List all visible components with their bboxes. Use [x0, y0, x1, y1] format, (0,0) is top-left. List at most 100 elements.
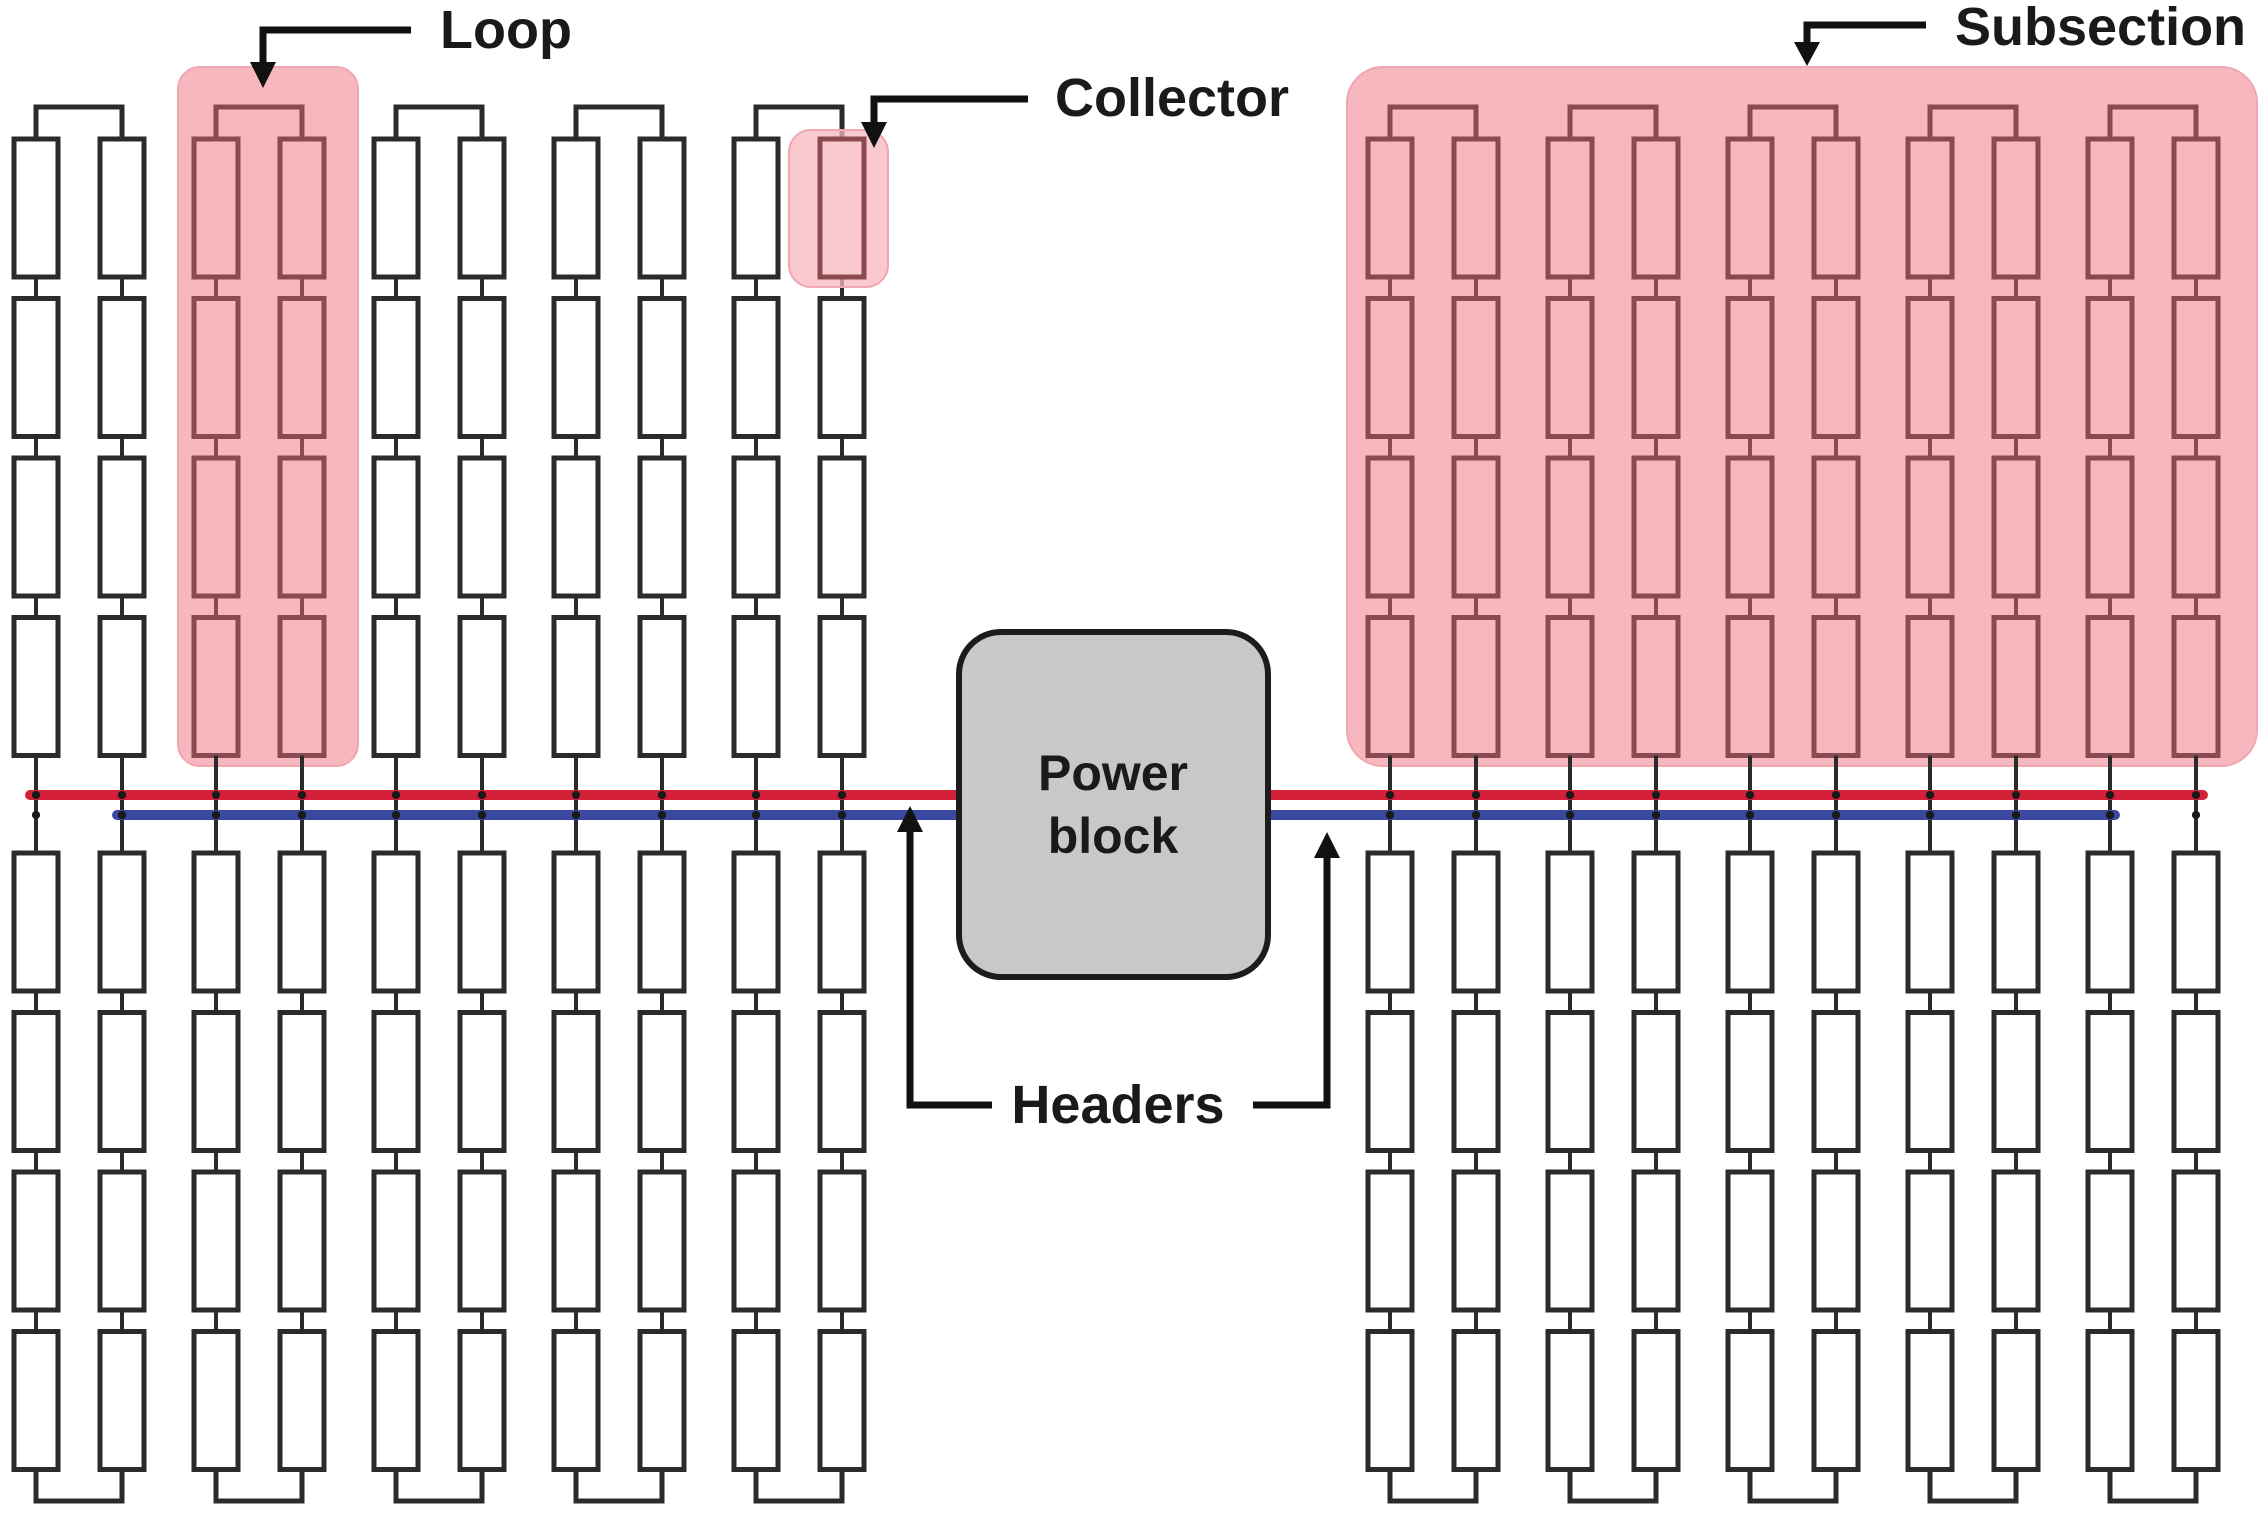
power-block-label-line2: block — [1048, 808, 1179, 864]
collector — [97, 1010, 147, 1153]
collector — [551, 615, 601, 758]
collector — [457, 1010, 507, 1153]
subsection-callout-line — [1803, 21, 1926, 45]
header-junction — [32, 811, 40, 819]
headers-callout-line-left — [906, 830, 992, 1109]
header-junction — [1746, 791, 1754, 799]
collector — [731, 136, 781, 280]
collector — [371, 1169, 421, 1313]
header-junction — [752, 811, 760, 819]
header-junction — [1566, 811, 1574, 819]
collector — [1811, 1010, 1861, 1153]
collector — [731, 1010, 781, 1153]
power-block: Power block — [956, 629, 1271, 980]
header-junction — [392, 791, 400, 799]
collector — [731, 1329, 781, 1472]
collector — [1545, 1329, 1595, 1472]
header-junction — [298, 791, 306, 799]
collector — [1991, 1329, 2041, 1472]
highlight-overlay-layer — [788, 129, 889, 288]
header-junction — [1472, 791, 1480, 799]
collector — [2171, 1169, 2221, 1313]
collector — [371, 455, 421, 599]
collector — [551, 1169, 601, 1313]
header-junction — [1832, 791, 1840, 799]
collector — [817, 1329, 867, 1472]
collector-highlight — [788, 129, 889, 288]
subsection-highlight — [1346, 66, 2258, 767]
collector — [817, 455, 867, 599]
collector — [1631, 850, 1681, 994]
header-junction — [478, 791, 486, 799]
collector — [817, 850, 867, 994]
collector — [637, 1329, 687, 1472]
collector — [817, 296, 867, 439]
loop-crossover — [2107, 104, 2199, 139]
collector — [731, 296, 781, 439]
collector — [371, 850, 421, 994]
loop-crossover — [753, 104, 845, 139]
loop-crossover — [573, 1469, 665, 1504]
loop — [11, 795, 147, 1504]
collector — [277, 850, 327, 994]
collector — [637, 850, 687, 994]
collector — [731, 615, 781, 758]
collector — [1725, 850, 1775, 994]
collector — [551, 296, 601, 439]
collector-label: Collector — [1055, 68, 1289, 128]
header-junction — [2192, 811, 2200, 819]
collector — [1811, 1329, 1861, 1472]
loop — [1365, 104, 1501, 815]
collector — [191, 1329, 241, 1472]
headers-label: Headers — [1011, 1075, 1224, 1135]
collector — [371, 296, 421, 439]
collector — [1905, 1010, 1955, 1153]
header-junction — [1472, 811, 1480, 819]
header-junction — [838, 811, 846, 819]
loop — [1725, 795, 1861, 1504]
collector — [1451, 1010, 1501, 1153]
collector — [637, 1169, 687, 1313]
loop-callout-line — [259, 26, 411, 70]
header-junction — [2106, 811, 2114, 819]
collector — [1905, 1169, 1955, 1313]
loop — [551, 104, 687, 815]
collector — [637, 455, 687, 599]
collector — [277, 1010, 327, 1153]
loop — [731, 104, 867, 815]
collector — [2085, 850, 2135, 994]
collector — [97, 615, 147, 758]
loop-crossover — [33, 104, 125, 139]
loop — [1365, 795, 1501, 1504]
collector — [11, 850, 61, 994]
collector — [637, 136, 687, 280]
header-junction — [118, 811, 126, 819]
loop-crossover — [1747, 104, 1839, 139]
collector — [637, 615, 687, 758]
collector — [551, 1010, 601, 1153]
collector — [551, 136, 601, 280]
collector — [2171, 850, 2221, 994]
collector — [817, 1169, 867, 1313]
collector — [1545, 1010, 1595, 1153]
header-junction — [1746, 811, 1754, 819]
header-junction — [392, 811, 400, 819]
collector — [1365, 1010, 1415, 1153]
header-junction — [298, 811, 306, 819]
collector — [277, 1169, 327, 1313]
loop-highlight — [177, 66, 359, 767]
loop-crossover — [573, 104, 665, 139]
header-junction — [838, 791, 846, 799]
collector — [2085, 1169, 2135, 1313]
loop — [371, 795, 507, 1504]
headers-arrow-right-icon — [1314, 832, 1340, 858]
collector — [1631, 1010, 1681, 1153]
collector — [1451, 1329, 1501, 1472]
collector — [11, 1329, 61, 1472]
collector — [1811, 850, 1861, 994]
loop — [2085, 104, 2221, 815]
header-junction — [212, 811, 220, 819]
collector — [11, 136, 61, 280]
collector — [11, 615, 61, 758]
